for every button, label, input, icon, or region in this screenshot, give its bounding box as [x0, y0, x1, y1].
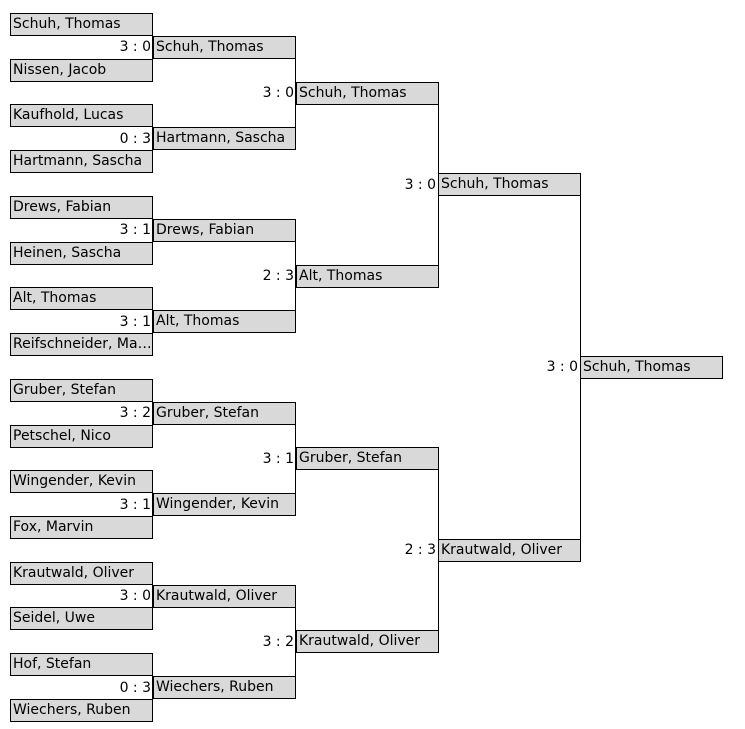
player-box-r2-6: Wingender, Kevin	[153, 493, 296, 516]
player-box-r3-2: Alt, Thomas	[296, 265, 439, 288]
player-box-r2-1: Schuh, Thomas	[153, 36, 296, 59]
match-score-r3-3: 3 : 1	[262, 451, 294, 467]
match-score-r2-1: 3 : 0	[119, 39, 151, 55]
match-score-r5-1: 3 : 0	[546, 359, 578, 375]
player-box-r1-3: Kaufhold, Lucas	[10, 104, 153, 127]
player-box-r5-1: Schuh, Thomas	[580, 356, 723, 379]
player-box-r2-7: Krautwald, Oliver	[153, 585, 296, 608]
match-score-r4-1: 3 : 0	[404, 177, 436, 193]
match-score-r2-3: 3 : 1	[119, 222, 151, 238]
bracket-connector-r1-3	[152, 219, 153, 242]
player-box-r1-11: Wingender, Kevin	[10, 470, 153, 493]
bracket-connector-r1-1	[152, 36, 153, 59]
match-score-r2-7: 3 : 0	[119, 588, 151, 604]
bracket-connector-r2-1	[295, 59, 296, 127]
player-box-r1-8: Reifschneider, Ma…	[10, 333, 153, 356]
bracket-connector-r2-2	[295, 242, 296, 310]
bracket-connector-r3-1	[438, 105, 439, 265]
player-box-r1-2: Nissen, Jacob	[10, 59, 153, 82]
bracket-connector-r1-8	[152, 676, 153, 699]
player-box-r3-4: Krautwald, Oliver	[296, 630, 439, 653]
match-score-r2-5: 3 : 2	[119, 405, 151, 421]
bracket-connector-r1-5	[152, 402, 153, 425]
bracket-connector-r1-6	[152, 493, 153, 516]
player-box-r3-1: Schuh, Thomas	[296, 82, 439, 105]
player-box-r2-4: Alt, Thomas	[153, 310, 296, 333]
match-score-r3-1: 3 : 0	[262, 85, 294, 101]
player-box-r1-13: Krautwald, Oliver	[10, 562, 153, 585]
match-score-r3-2: 2 : 3	[262, 268, 294, 284]
bracket-connector-r1-7	[152, 585, 153, 608]
player-box-r1-7: Alt, Thomas	[10, 287, 153, 310]
match-score-r3-4: 3 : 2	[262, 634, 294, 650]
player-box-r2-3: Drews, Fabian	[153, 219, 296, 242]
bracket-connector-r4-1	[580, 196, 581, 539]
bracket-connector-r1-4	[152, 310, 153, 333]
player-box-r4-2: Krautwald, Oliver	[438, 539, 581, 562]
player-box-r1-14: Seidel, Uwe	[10, 607, 153, 630]
match-score-r2-6: 3 : 1	[119, 497, 151, 513]
player-box-r1-5: Drews, Fabian	[10, 196, 153, 219]
player-box-r3-3: Gruber, Stefan	[296, 447, 439, 470]
player-box-r2-8: Wiechers, Ruben	[153, 676, 296, 699]
player-box-r1-16: Wiechers, Ruben	[10, 699, 153, 722]
match-score-r2-4: 3 : 1	[119, 314, 151, 330]
player-box-r2-5: Gruber, Stefan	[153, 402, 296, 425]
player-box-r1-4: Hartmann, Sascha	[10, 150, 153, 173]
bracket-connector-r2-3	[295, 425, 296, 493]
player-box-r1-9: Gruber, Stefan	[10, 379, 153, 402]
bracket-connector-r2-4	[295, 608, 296, 676]
player-box-r1-6: Heinen, Sascha	[10, 242, 153, 265]
bracket-connector-r3-2	[438, 470, 439, 630]
match-score-r2-8: 0 : 3	[119, 680, 151, 696]
player-box-r2-2: Hartmann, Sascha	[153, 127, 296, 150]
match-score-r4-2: 2 : 3	[404, 542, 436, 558]
player-box-r1-1: Schuh, Thomas	[10, 13, 153, 36]
player-box-r1-15: Hof, Stefan	[10, 653, 153, 676]
match-score-r2-2: 0 : 3	[119, 131, 151, 147]
player-box-r4-1: Schuh, Thomas	[438, 173, 581, 196]
player-box-r1-10: Petschel, Nico	[10, 425, 153, 448]
bracket-connector-r1-2	[152, 127, 153, 150]
player-box-r1-12: Fox, Marvin	[10, 516, 153, 539]
